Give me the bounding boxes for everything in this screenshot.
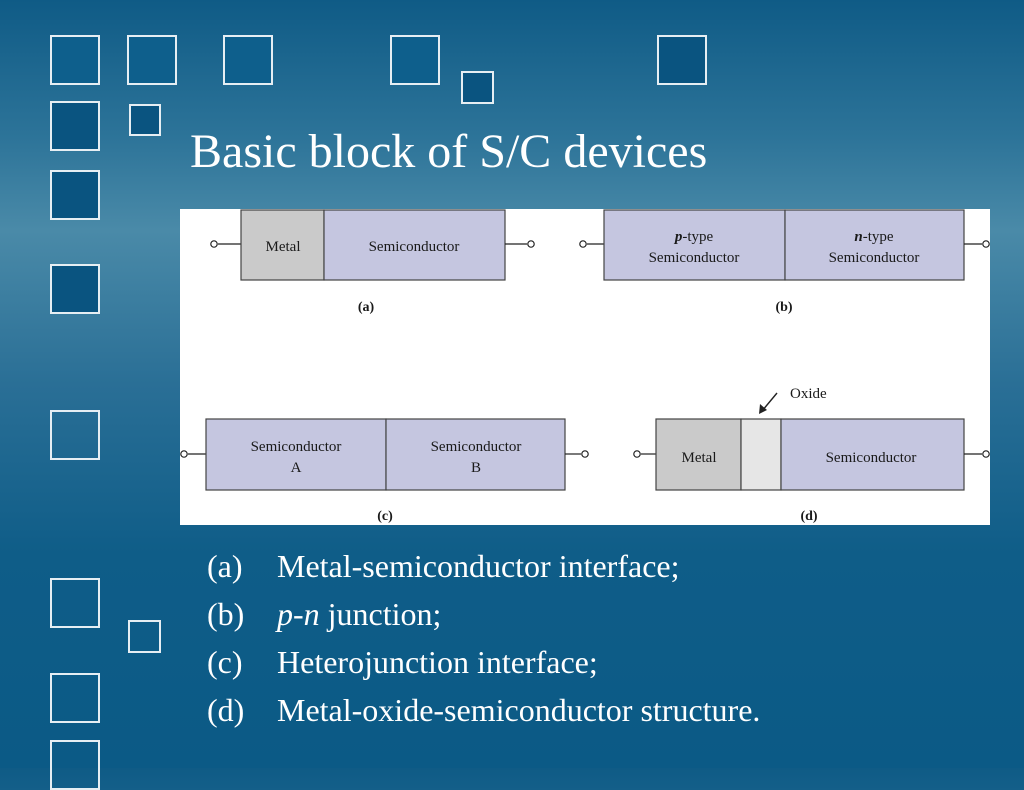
caption-item: (b) p-n junction; xyxy=(207,590,760,638)
caption-label: (c) xyxy=(207,644,243,680)
terminal-icon xyxy=(180,450,188,458)
semiconductor-b-letter: B xyxy=(471,460,481,476)
decorative-square xyxy=(390,35,440,85)
caption-item: (c) Heterojunction interface; xyxy=(207,638,760,686)
decorative-square xyxy=(50,673,100,723)
caption-label: (b) xyxy=(207,596,245,632)
terminal-icon xyxy=(527,240,535,248)
panel-a: Metal Semiconductor (a) xyxy=(210,209,535,315)
caption-text: junction; xyxy=(319,596,442,632)
decorative-square xyxy=(223,35,273,85)
p-type-block xyxy=(603,209,786,281)
panel-d: Metal Semiconductor Oxide (d) xyxy=(633,386,990,524)
oxide-label: Oxide xyxy=(790,386,827,402)
panel-c: Semiconductor A Semiconductor B (c) xyxy=(180,418,589,524)
panel-label: (a) xyxy=(358,300,375,315)
semiconductor-a-letter: A xyxy=(291,460,302,476)
decorative-square xyxy=(50,578,100,628)
panel-label: (d) xyxy=(800,509,817,524)
n-type-block xyxy=(784,209,965,281)
decorative-square xyxy=(50,740,100,790)
device-structures-figure: Metal Semiconductor (a) p-type Semicondu… xyxy=(180,209,990,525)
metal-label: Metal xyxy=(682,450,717,466)
terminal-icon xyxy=(581,450,589,458)
decorative-square xyxy=(50,410,100,460)
semiconductor-block xyxy=(323,209,506,281)
caption-list: (a) Metal-semiconductor interface; (b) p… xyxy=(207,542,760,734)
p-type-label: p-type xyxy=(673,229,714,245)
decorative-square xyxy=(50,35,100,85)
metal-label: Metal xyxy=(266,239,301,255)
semiconductor-block xyxy=(780,418,965,491)
caption-text: Heterojunction interface; xyxy=(277,644,598,680)
panel-b: p-type Semiconductor n-type Semiconducto… xyxy=(579,209,990,315)
caption-italic-text: p-n xyxy=(277,596,320,632)
semiconductor-b-block xyxy=(385,418,566,491)
decorative-square xyxy=(129,104,161,136)
oxide-block xyxy=(740,418,782,491)
panel-label: (b) xyxy=(775,300,792,315)
decorative-square xyxy=(127,35,177,85)
n-type-label: n-type xyxy=(854,229,894,245)
n-type-semiconductor-label: Semiconductor xyxy=(829,250,920,266)
semiconductor-a-block xyxy=(205,418,387,491)
caption-item: (d) Metal-oxide-semiconductor structure. xyxy=(207,686,760,734)
metal-block xyxy=(655,418,742,491)
terminal-icon xyxy=(579,240,587,248)
decorative-square xyxy=(50,170,100,220)
decorative-square xyxy=(50,101,100,151)
decorative-square xyxy=(128,620,161,653)
caption-label: (d) xyxy=(207,692,245,728)
decorative-square xyxy=(50,264,100,314)
arrowhead-icon xyxy=(759,404,767,414)
panel-label: (c) xyxy=(377,509,393,524)
terminal-icon xyxy=(210,240,218,248)
slide-title: Basic block of S/C devices xyxy=(190,125,708,178)
decorative-square xyxy=(461,71,494,104)
semiconductor-label: Semiconductor xyxy=(369,239,460,255)
terminal-icon xyxy=(633,450,641,458)
terminal-icon xyxy=(982,240,990,248)
caption-text: Metal-semiconductor interface; xyxy=(277,548,680,584)
semiconductor-b-label: Semiconductor xyxy=(431,439,522,455)
decorative-square xyxy=(657,35,707,85)
caption-label: (a) xyxy=(207,548,243,584)
caption-text: Metal-oxide-semiconductor structure. xyxy=(277,692,761,728)
caption-item: (a) Metal-semiconductor interface; xyxy=(207,542,760,590)
p-type-semiconductor-label: Semiconductor xyxy=(649,250,740,266)
semiconductor-label: Semiconductor xyxy=(826,450,917,466)
semiconductor-a-label: Semiconductor xyxy=(251,439,342,455)
terminal-icon xyxy=(982,450,990,458)
